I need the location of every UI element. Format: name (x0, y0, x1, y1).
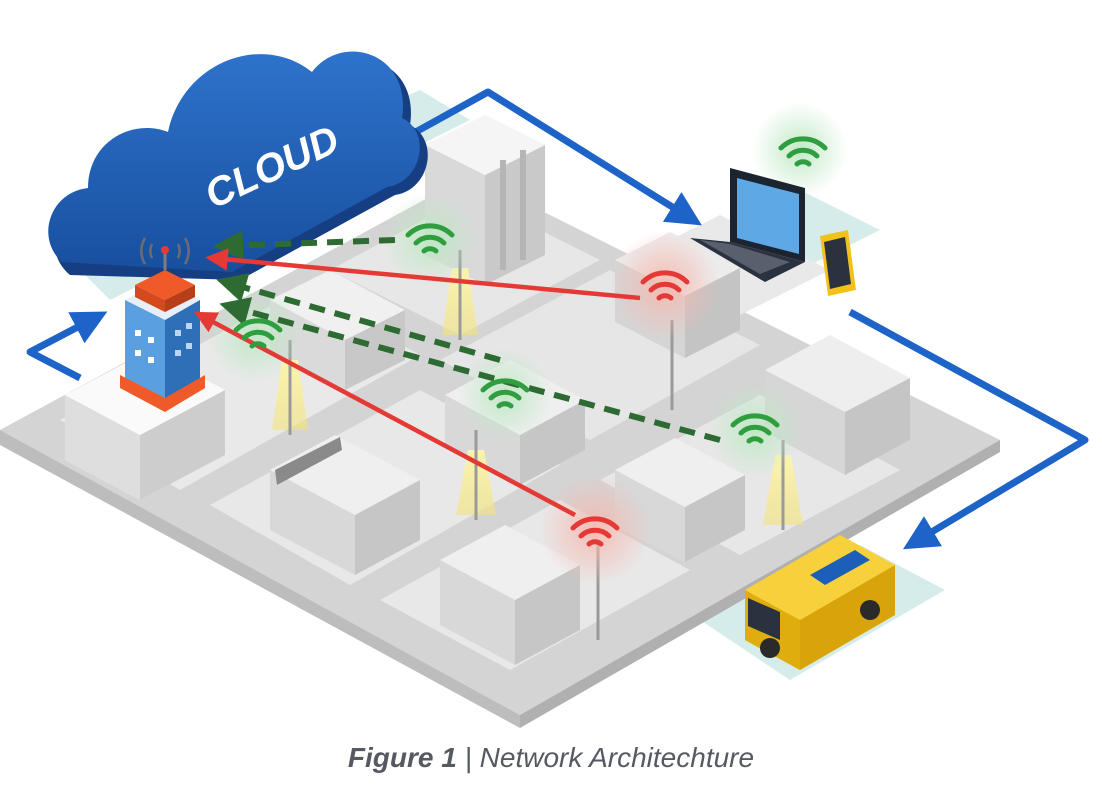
laptop-icon (690, 168, 805, 282)
cloud-icon: CLOUD (48, 51, 428, 280)
service-van-icon (745, 535, 895, 670)
device-to-van-arrow (848, 308, 1089, 550)
building-icon (440, 525, 580, 665)
active-links (194, 248, 641, 517)
figure-title: Network Architechture (479, 742, 755, 773)
caption-separator: | (464, 742, 472, 773)
figure-label: Figure 1 (347, 742, 457, 773)
idle-links (213, 230, 721, 443)
network-architecture-diagram: CLOUD (0, 51, 1089, 728)
cell-tower-icon (120, 237, 205, 412)
building-icon (270, 435, 420, 575)
tower-to-cloud-arrow (26, 311, 108, 382)
figure-caption: Figure 1 | Network Architechture (0, 742, 1102, 774)
smartphone-icon (820, 230, 856, 296)
